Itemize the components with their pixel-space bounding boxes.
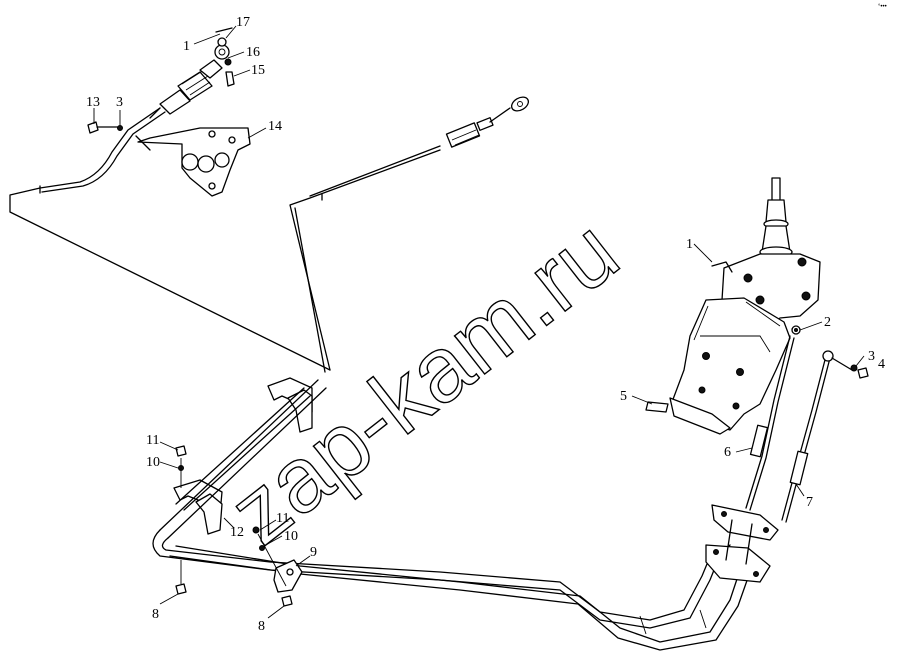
callout-16: 16	[246, 45, 260, 60]
callout-10-lower: 10	[284, 529, 298, 544]
callout-labels: 1 17 16 15 13 3 14 1 2 3 4 5 6 7 11 10 1…	[86, 15, 885, 634]
corner-mark: °•••	[878, 4, 887, 10]
bolt-13-washer-3	[87, 121, 123, 134]
leader-lines	[93, 25, 865, 619]
callout-3-left: 3	[116, 95, 123, 110]
bracket-14	[135, 127, 251, 197]
upper-shift-cable	[9, 96, 530, 373]
callout-10-upper: 10	[146, 455, 160, 470]
callout-7: 7	[806, 495, 813, 510]
gearshift-tower	[645, 177, 869, 523]
fasteners-left	[175, 445, 293, 607]
callout-5: 5	[620, 389, 627, 404]
callout-11-upper: 11	[146, 433, 159, 448]
cable-end-top-left	[149, 27, 235, 119]
callout-3-right: 3	[868, 349, 875, 364]
rod-support-brackets	[173, 377, 313, 535]
callout-8-left: 8	[152, 607, 159, 622]
clamp-9	[273, 559, 303, 593]
watermark: zap-kam.ru	[212, 200, 637, 564]
callout-15: 15	[251, 63, 265, 78]
callout-2: 2	[824, 315, 831, 330]
callout-13: 13	[86, 95, 100, 110]
callout-1-right: 1	[686, 237, 693, 252]
callout-1-top: 1	[183, 39, 190, 54]
callout-11-lower: 11	[276, 511, 289, 526]
callout-9: 9	[310, 545, 317, 560]
callout-12: 12	[230, 525, 244, 540]
lower-shift-rods	[152, 379, 779, 651]
callout-14: 14	[268, 119, 282, 134]
callout-8-right: 8	[258, 619, 265, 634]
callout-4: 4	[878, 357, 885, 372]
callout-17: 17	[236, 15, 250, 30]
callout-6: 6	[724, 445, 731, 460]
